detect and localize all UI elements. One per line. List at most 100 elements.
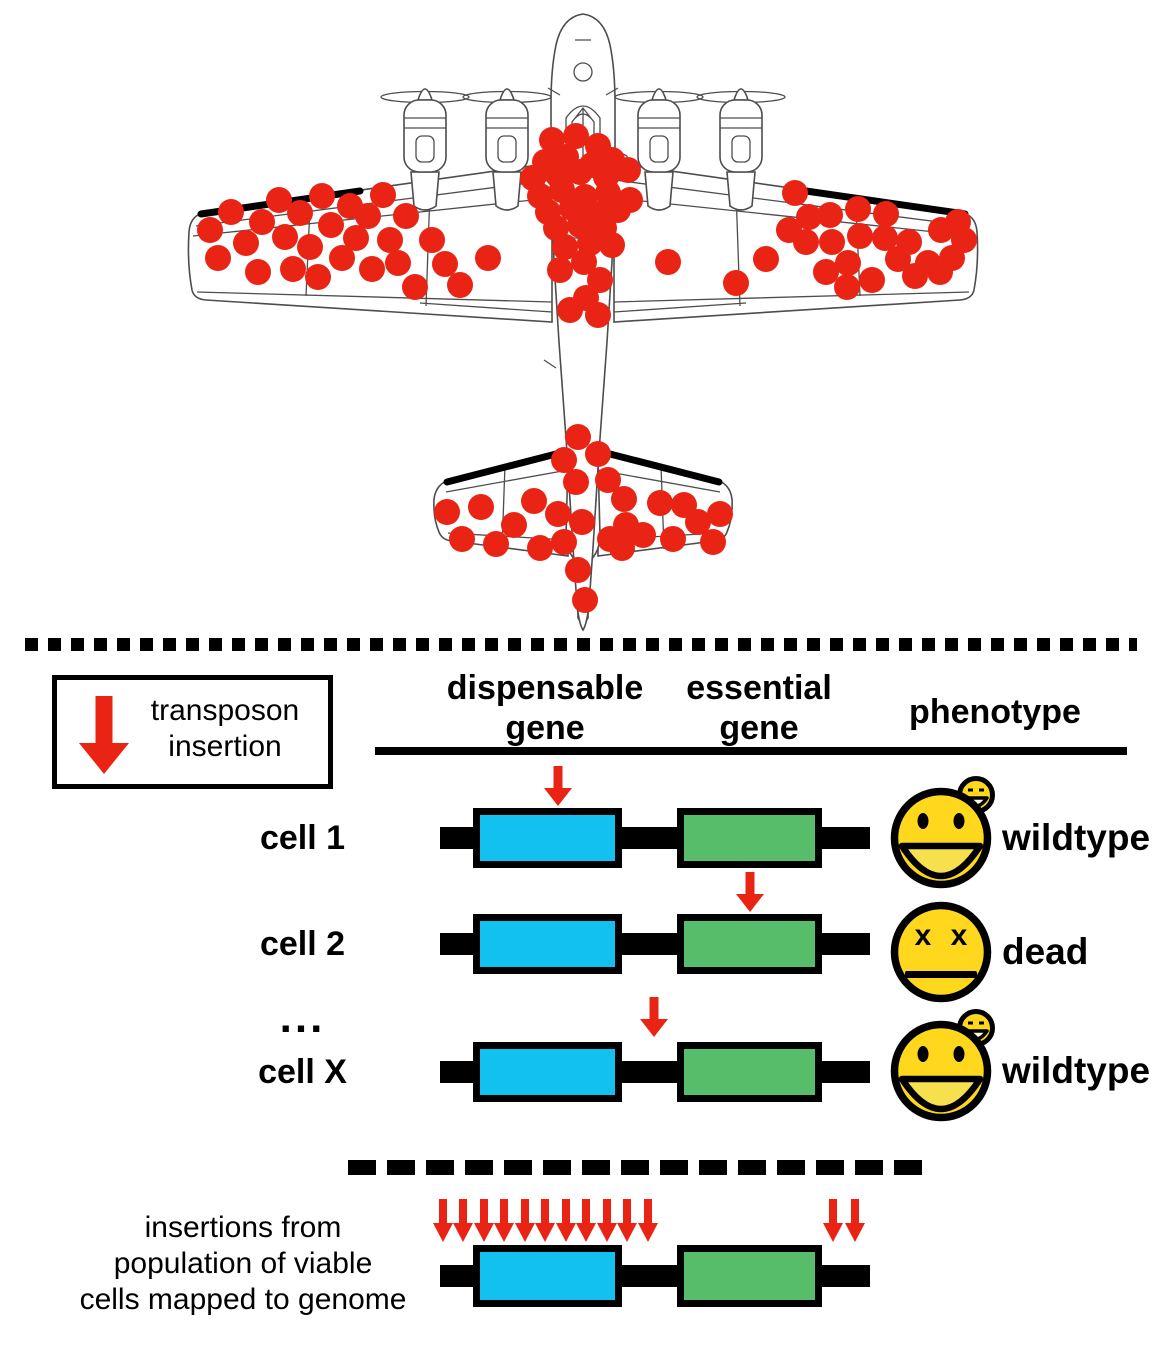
insertion-dot — [521, 488, 547, 514]
row-label: cell 2 — [259, 925, 346, 963]
dead-eye-left: x — [915, 919, 932, 952]
dashed-separator — [348, 1160, 926, 1175]
insertion-arrow-icon — [535, 1199, 556, 1242]
insertion-dot — [587, 267, 613, 293]
insertion-arrow-icon — [556, 1199, 577, 1242]
insertion-arrow-icon — [433, 1199, 454, 1242]
legend-label: transposon insertion — [125, 693, 325, 765]
dead-eye-right: x — [951, 919, 968, 952]
transposon-insertion-arrow-icon — [79, 696, 129, 774]
population-genome — [0, 1245, 1161, 1307]
insertion-dot — [547, 257, 573, 283]
insertion-arrow-icon — [515, 1199, 536, 1242]
insertion-dot — [419, 227, 445, 253]
insertion-dot — [611, 486, 637, 512]
insertion-dot — [432, 251, 458, 277]
insertion-dot — [205, 245, 231, 271]
wildtype-smiley-icon — [890, 1009, 995, 1122]
insertion-dot — [609, 535, 635, 561]
essential-gene-box — [677, 1042, 822, 1102]
essential-gene-box — [677, 808, 822, 868]
insertion-dot — [434, 499, 460, 525]
insertion-arrow-icon — [597, 1199, 618, 1242]
engine-nacelle — [462, 88, 552, 211]
wildtype-smiley-icon — [890, 776, 995, 889]
insertion-dot — [385, 250, 411, 276]
row-cell-1: cell 1 — [0, 808, 1161, 870]
insertion-arrow-icon — [544, 766, 572, 806]
insertion-dot — [309, 183, 335, 209]
insertion-dot — [707, 501, 733, 527]
engines — [380, 88, 786, 211]
header-essential-gene: essential gene — [686, 669, 832, 747]
insertion-dot — [272, 224, 298, 250]
insertion-dot — [819, 229, 845, 255]
insertion-arrow-icon — [845, 1199, 866, 1242]
insertion-dot — [723, 270, 749, 296]
insertion-arrow-icon — [823, 1199, 844, 1242]
legend-label-line1: transposon — [150, 694, 300, 727]
insertion-dot — [318, 212, 344, 238]
dispensable-gene-box — [473, 808, 622, 868]
bottom-caption: insertions from population of viable cel… — [79, 1211, 407, 1316]
insertion-dot — [563, 123, 589, 149]
header-phenotype: phenotype — [909, 693, 1081, 731]
insertion-dot — [873, 201, 899, 227]
engine-nacelle — [614, 88, 704, 211]
dead-smiley-icon: x x — [890, 901, 992, 1003]
insertion-dot — [527, 535, 553, 561]
insertion-dots — [197, 123, 977, 613]
legend-label-line2: insertion — [168, 730, 282, 763]
insertion-dot — [630, 522, 656, 548]
bomber-illustration — [187, 13, 979, 632]
insertion-dot — [647, 490, 673, 516]
insertion-dot — [753, 246, 779, 272]
insertion-dot — [563, 469, 589, 495]
insertion-dot — [233, 230, 259, 256]
insertion-dot — [402, 274, 428, 300]
insertion-dot — [599, 232, 625, 258]
insertion-dot — [552, 234, 578, 260]
insertion-dot — [859, 267, 885, 293]
insertion-dot — [468, 494, 494, 520]
insertion-dot — [287, 200, 313, 226]
insertion-dot — [835, 250, 861, 276]
insertion-arrow-icon — [640, 997, 668, 1037]
insertion-dot — [297, 234, 323, 260]
insertion-dot — [872, 225, 898, 251]
insertion-dot — [951, 227, 977, 253]
insertion-dot — [569, 509, 595, 535]
insertion-arrow-icon — [638, 1199, 659, 1242]
insertion-arrow-icon — [453, 1199, 474, 1242]
phenotype-label: wildtype — [1002, 817, 1151, 858]
insertion-dot — [197, 217, 223, 243]
insertion-dot — [343, 225, 369, 251]
insertion-dot — [565, 424, 591, 450]
insertion-dot — [565, 557, 591, 583]
insertion-arrow-icon — [736, 872, 764, 912]
engine-nacelle — [380, 88, 470, 211]
insertion-dot — [585, 302, 611, 328]
insertion-dot — [280, 256, 306, 282]
dispensable-gene-box — [473, 1245, 622, 1307]
insertion-dot — [595, 467, 621, 493]
engine-nacelle — [696, 88, 786, 211]
insertion-dot — [359, 256, 385, 282]
insertion-dot — [501, 512, 527, 538]
insertion-dot — [813, 259, 839, 285]
insertion-dot — [605, 197, 631, 223]
insertion-dot — [782, 180, 808, 206]
insertion-dot — [249, 209, 275, 235]
insertion-dot — [557, 297, 583, 323]
insertion-dot — [685, 509, 711, 535]
insertion-dot — [449, 526, 475, 552]
insertion-dot — [796, 204, 822, 230]
insertion-arrow-icon — [494, 1199, 515, 1242]
insertion-arrow-icon — [576, 1199, 597, 1242]
row-label: cell 1 — [259, 819, 346, 857]
insertion-dot — [585, 441, 611, 467]
insertion-dot — [572, 587, 598, 613]
insertion-dot — [218, 199, 244, 225]
insertion-dot — [551, 529, 577, 555]
